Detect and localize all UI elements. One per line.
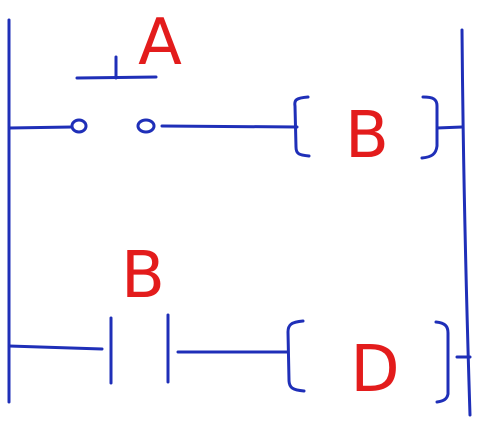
coil-d-left-bracket [286, 319, 306, 393]
pushbutton-label: A [138, 6, 182, 80]
pushbutton-left-terminal [70, 118, 88, 134]
no-contact [109, 313, 170, 385]
pushbutton-contact [70, 55, 158, 134]
coil-b [293, 95, 439, 160]
rung-1-middle-wire [160, 124, 299, 129]
coil-b-label: B [345, 99, 389, 173]
rung-2 [7, 313, 472, 404]
rung-1 [7, 55, 464, 160]
coil-d-right-bracket [434, 320, 450, 404]
rung-1-left-wire [7, 125, 74, 130]
coil-b-left-bracket [293, 95, 311, 158]
coil-d [286, 319, 450, 404]
rung-1-right-wire [435, 125, 464, 130]
coil-d-label: D [350, 333, 399, 407]
contact-label: B [121, 239, 165, 313]
rung-2-left-wire [7, 344, 104, 351]
pushbutton-right-terminal [136, 118, 156, 134]
right-power-rail [460, 28, 472, 417]
coil-b-right-bracket [420, 95, 439, 160]
